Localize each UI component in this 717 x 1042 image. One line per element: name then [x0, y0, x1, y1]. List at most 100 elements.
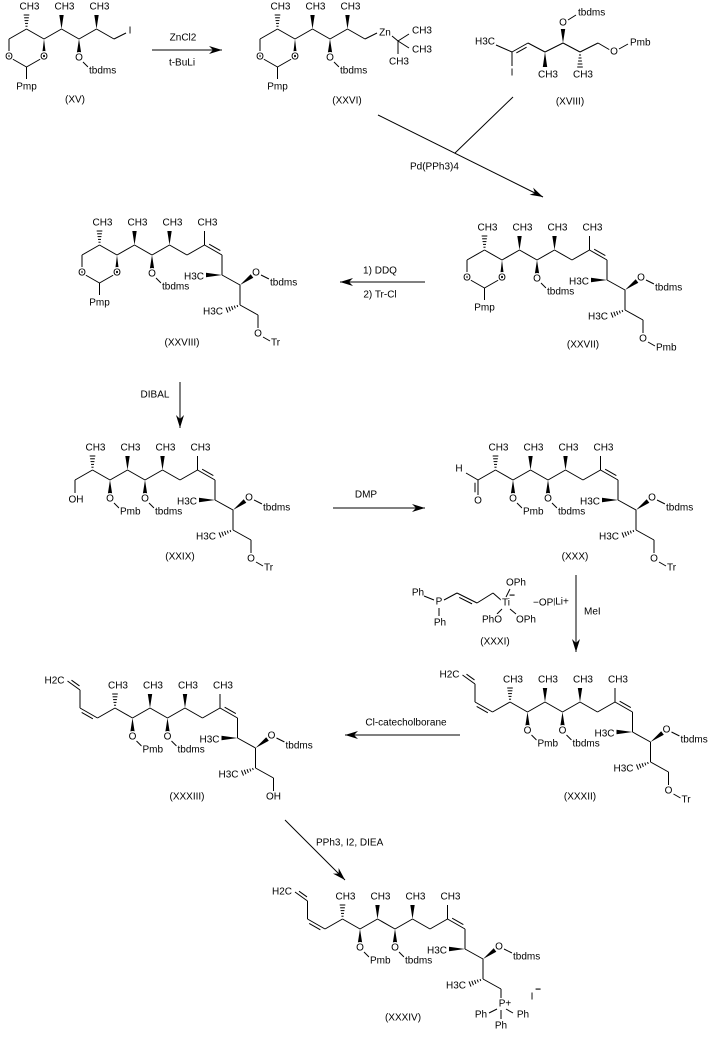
chain-bond	[347, 28, 366, 40]
ring-bond	[8, 28, 27, 40]
ether-bond	[503, 948, 513, 954]
methyl-label: CH3	[370, 892, 390, 903]
ether-bond	[148, 502, 155, 509]
ring-oxygen-label: O	[78, 268, 86, 279]
chain-bond	[221, 274, 241, 286]
methyl-label: CH3	[127, 218, 147, 229]
ether-bond	[171, 740, 177, 747]
ether-bond	[255, 561, 264, 567]
methyl-label: CH3	[538, 70, 558, 81]
chain-bond	[492, 701, 511, 713]
bond	[527, 42, 546, 53]
methyl-label: CH3	[85, 443, 105, 454]
chain-bond	[624, 309, 644, 321]
phenoxy-label: PhO	[482, 615, 502, 626]
oxygen-label: O	[533, 274, 541, 285]
chain-bond	[116, 244, 135, 256]
cis-double-bond	[79, 707, 98, 719]
bond	[567, 14, 577, 21]
ring-oxygen-label: O	[291, 52, 299, 63]
reagent-iodination: PPh3, I2, DIEA	[316, 838, 384, 849]
methyl-label: CH3	[120, 443, 140, 454]
terminal-double-bond	[462, 674, 476, 685]
methyl-wedge-bond	[310, 15, 315, 29]
arrow-head	[572, 639, 580, 652]
alkene-double-bond-inner	[459, 597, 473, 605]
ring-bond	[26, 56, 45, 68]
oxygen-wedge-bond	[534, 260, 540, 274]
oxygen-wedge-bond	[357, 929, 363, 943]
ring-bond	[259, 56, 278, 68]
arrow-head	[345, 731, 358, 739]
methyl-label: CH3	[412, 45, 432, 56]
protecting-group-label: Pmb	[120, 507, 141, 518]
chain-bond	[606, 279, 626, 291]
protecting-group-label: tbdms	[178, 745, 205, 756]
ring-bond	[466, 277, 485, 289]
methyl-label: CH3	[143, 681, 163, 692]
methyl-label: CH3	[108, 681, 128, 692]
methylene-label: H2C	[439, 670, 459, 681]
methyl-wedge-bond	[528, 456, 533, 470]
methyl-wedge-bond	[160, 456, 165, 470]
methyl-label: H3C	[588, 312, 608, 323]
pmp-label: Pmp	[89, 298, 110, 309]
methyl-hashed-bond	[468, 978, 482, 987]
tbdms-label: tbdms	[513, 952, 540, 963]
ring-methyl-label: CH3	[19, 2, 39, 13]
chain-bond	[342, 918, 361, 930]
methyl-label: H3C	[427, 946, 447, 957]
chain-bond	[294, 28, 313, 40]
methyl-wedge-bond	[577, 688, 583, 702]
methyl-wedge-bond	[199, 497, 215, 503]
ether-bond	[671, 731, 680, 737]
methyl-wedge-bond	[410, 905, 415, 919]
chain-bond	[167, 707, 186, 719]
arrow-head	[332, 867, 345, 880]
convergence-line	[454, 96, 514, 154]
tbdms-label: tbdms	[286, 741, 313, 752]
oxygen-wedge-bond	[483, 948, 497, 959]
oxygen-label: O	[164, 732, 172, 743]
alkene-double-bond-inner	[593, 248, 606, 257]
ring-methyl-label: CH3	[270, 2, 290, 13]
arrow-coupling	[377, 114, 544, 198]
arrow-XXIX-to-XXX	[333, 504, 425, 512]
zinc-label: Zn	[379, 28, 391, 39]
oxygen-label: O	[148, 269, 156, 280]
arrow-shaft	[377, 114, 544, 198]
ether-bond	[540, 282, 547, 289]
bond	[397, 33, 410, 42]
methyl-wedge-bond	[147, 694, 153, 708]
alkene-double-bond-inner	[451, 917, 464, 926]
methyl-wedge-bond	[345, 15, 350, 29]
chain-bond	[617, 499, 637, 511]
methyl-label: CH3	[573, 70, 593, 81]
compound-id-XXVIII: (XXVIII)	[164, 338, 199, 349]
ether-bond	[398, 951, 405, 958]
bond	[505, 1008, 514, 1014]
oxygen-label: O	[75, 53, 83, 64]
chain-bond	[482, 978, 502, 990]
bond	[496, 608, 503, 615]
chain-bond	[527, 701, 546, 713]
chain-bond	[579, 701, 598, 713]
oxygen-wedge-bond	[525, 712, 530, 726]
oxygen-wedge-bond	[650, 731, 664, 742]
oxygen-wedge-bond	[392, 929, 398, 943]
methyl-label: CH3	[89, 2, 109, 13]
cis-double-bond-inner	[476, 705, 489, 714]
methyl-label: H3C	[199, 735, 219, 746]
methyl-wedge-bond	[517, 236, 522, 250]
methyl-label: CH3	[573, 675, 593, 686]
chain-bond	[114, 707, 133, 719]
ether-bond	[645, 279, 655, 285]
oxygen-label: O	[610, 47, 618, 58]
protecting-group-label: Tr	[271, 338, 281, 349]
cis-double-bond	[474, 701, 493, 713]
charge-label: −	[535, 985, 541, 996]
ring-bond	[277, 28, 296, 40]
